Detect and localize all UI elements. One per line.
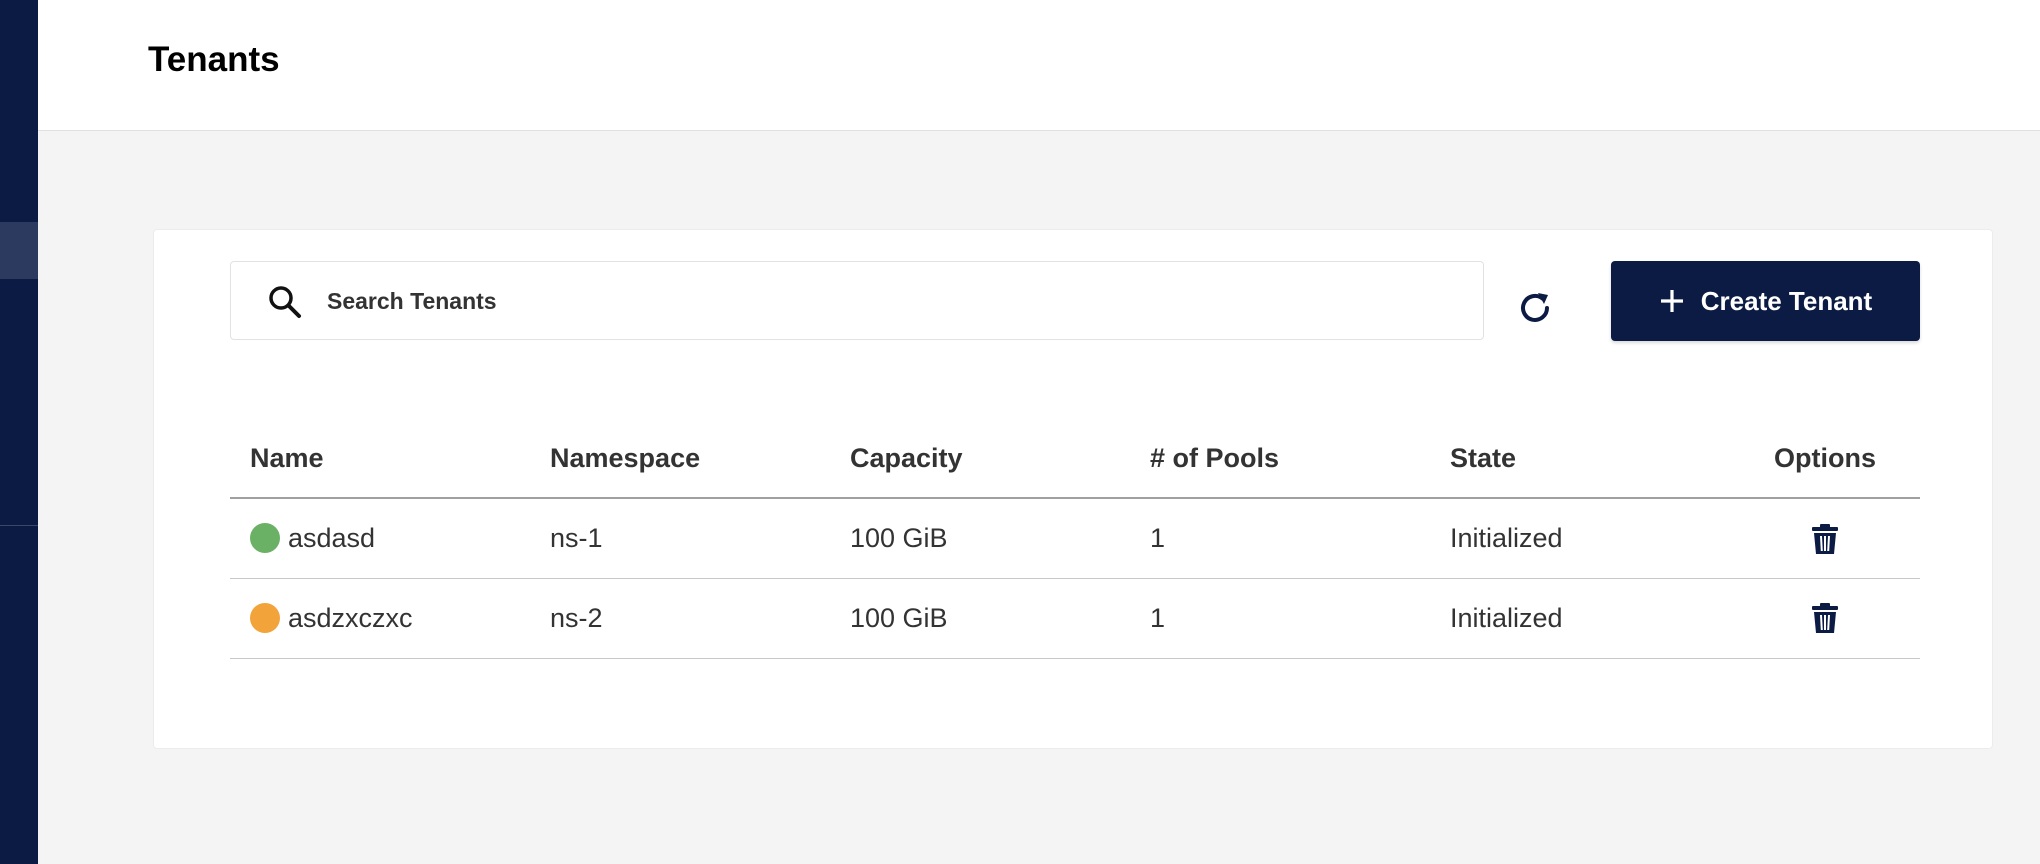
column-header-options: Options [1730,420,1920,499]
cell-namespace: ns-2 [530,578,830,659]
sidebar [0,0,38,864]
column-header-pools[interactable]: # of Pools [1130,420,1430,499]
tenants-card: Create Tenant Name Namespace Capacity # … [153,229,1993,749]
cell-capacity: 100 GiB [830,498,1130,579]
column-header-state[interactable]: State [1430,420,1730,499]
sidebar-divider [0,525,38,526]
main-content: Create Tenant Name Namespace Capacity # … [38,131,2040,864]
trash-icon[interactable] [1811,523,1839,555]
table-row[interactable]: asdasd ns-1 100 GiB 1 Initialized [230,498,1920,579]
cell-name: asdasd [230,498,530,579]
search-input[interactable] [327,280,1447,322]
column-header-namespace[interactable]: Namespace [530,420,830,499]
search-box[interactable] [230,261,1484,340]
status-dot [250,603,280,633]
cell-namespace: ns-1 [530,498,830,579]
cell-pools: 1 [1130,498,1430,579]
refresh-icon[interactable] [1514,287,1556,329]
table-header-row: Name Namespace Capacity # of Pools State… [230,420,1920,499]
plus-icon [1660,290,1683,312]
create-tenant-button[interactable]: Create Tenant [1611,261,1920,341]
tenant-name: asdzxczxc [288,602,413,633]
column-header-capacity[interactable]: Capacity [830,420,1130,499]
status-dot [250,523,280,554]
create-tenant-label: Create Tenant [1700,285,1873,316]
cell-capacity: 100 GiB [830,578,1130,659]
cell-options [1730,498,1920,579]
tenants-table: Name Namespace Capacity # of Pools State… [230,420,1920,659]
cell-state: Initialized [1430,498,1730,579]
page-title: Tenants [148,40,280,79]
sidebar-item-active[interactable] [0,222,38,279]
tenant-name: asdasd [288,522,376,553]
search-icon [269,286,301,318]
page-header: Tenants [38,0,2040,131]
trash-icon[interactable] [1811,602,1839,634]
cell-name: asdzxczxc [230,578,530,659]
column-header-name[interactable]: Name [230,420,530,499]
cell-options [1730,578,1920,659]
table-row[interactable]: asdzxczxc ns-2 100 GiB 1 Initialized [230,578,1920,659]
cell-pools: 1 [1130,578,1430,659]
cell-state: Initialized [1430,578,1730,659]
